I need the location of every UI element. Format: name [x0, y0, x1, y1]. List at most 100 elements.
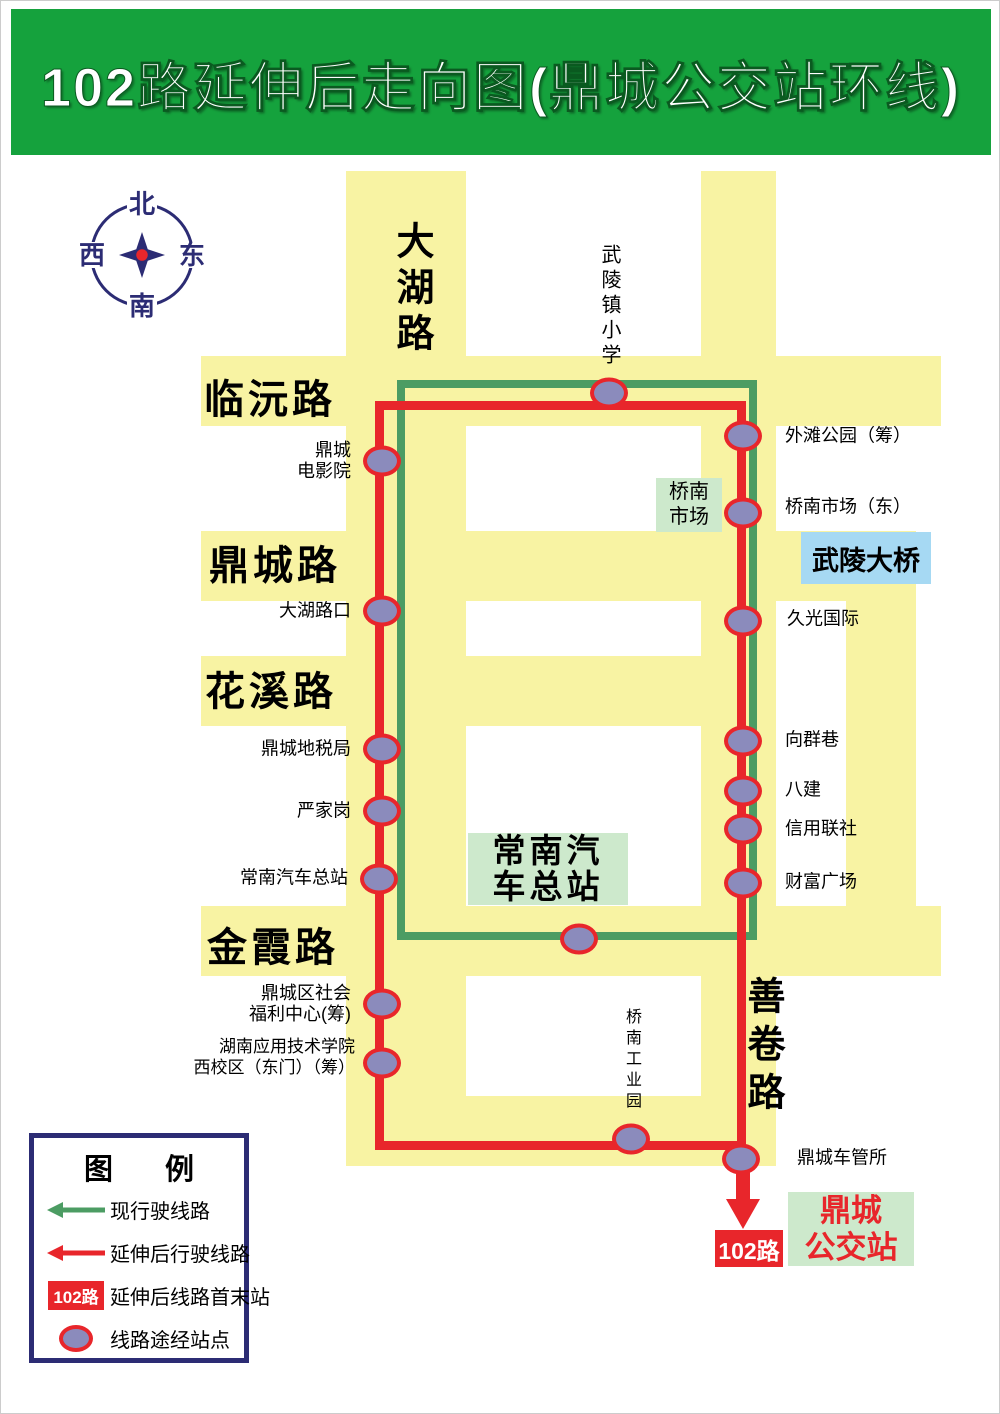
station-dot	[724, 813, 762, 845]
legend-row-extended-route: 延伸后行驶线路	[34, 1231, 250, 1274]
landmark-text-line: 桥南	[669, 481, 709, 503]
station-label: 桥南市场（东）	[785, 497, 911, 518]
station-label: 鼎城地税局	[261, 739, 351, 760]
station-label-line: 信用联社	[785, 818, 857, 839]
landmark-text-line: 车总站	[492, 868, 604, 905]
station-label: 信用联社	[785, 819, 857, 840]
station-label-line: 武陵镇小学	[598, 244, 620, 369]
legend-label-terminal: 延伸后线路首末站	[110, 1287, 270, 1309]
road-label-linyuan: 临沅路	[204, 378, 336, 422]
station-dot	[363, 445, 401, 477]
road-huaxi-road	[201, 656, 776, 726]
legend-label-extended-route: 延伸后行驶线路	[110, 1244, 250, 1266]
compass-south-label: 南	[126, 290, 158, 321]
landmark-dingcheng-bus-station: 鼎城 公交站	[788, 1192, 914, 1266]
poster-title: 102路延伸后走向图(鼎城公交站环线)	[40, 57, 962, 118]
station-dot	[363, 1047, 401, 1079]
road-label-huaxi: 花溪路	[205, 670, 337, 714]
route-current-segment	[749, 380, 757, 940]
compass-north-label: 北	[126, 189, 158, 220]
landmark-qiaonan-market: 桥南 市场	[656, 478, 722, 532]
header-banner: 102路延伸后走向图(鼎城公交站环线)	[11, 9, 991, 155]
station-dot	[724, 725, 762, 757]
station-label-line: 电影院	[297, 461, 351, 481]
terminal-sample-badge: 102路	[48, 1281, 104, 1310]
station-dot	[724, 605, 762, 637]
station-label-line: 大湖路口	[279, 600, 351, 621]
road-south-road	[346, 1096, 776, 1166]
station-label-line: 外滩公园（筹）	[785, 425, 911, 446]
landmark-text-line: 市场	[669, 506, 709, 528]
station-label-line: 八建	[785, 779, 821, 800]
current-route-arrow-icon	[42, 1201, 110, 1219]
station-dot	[590, 377, 628, 409]
route-extended-segment	[375, 401, 746, 410]
station-label-line: 久光国际	[787, 608, 859, 629]
road-dingcheng-road	[201, 531, 916, 601]
landmark-wuling-bridge: 武陵大桥	[801, 532, 931, 584]
legend-row-station: 线路途经站点	[34, 1317, 244, 1360]
station-label: 鼎城电影院	[297, 440, 351, 482]
station-label-line: 鼎城	[315, 440, 351, 460]
road-label-dingcheng: 鼎城路	[209, 544, 341, 588]
station-dot	[363, 595, 401, 627]
station-label-line: 严家岗	[297, 800, 351, 821]
extended-route-arrow-icon	[42, 1244, 110, 1262]
station-label-line: 常南汽车总站	[240, 867, 348, 888]
route-extended-segment	[375, 401, 384, 1150]
legend-label-current-route: 现行驶线路	[110, 1201, 210, 1223]
station-label: 向群巷	[785, 730, 839, 751]
station-label: 严家岗	[297, 801, 351, 822]
station-label-line: 湖南应用技术学院	[219, 1037, 355, 1056]
station-label: 财富广场	[785, 872, 857, 893]
station-label-line: 桥南市场（东）	[785, 496, 911, 517]
route-current-segment	[397, 380, 757, 388]
legend-title: 图 例	[83, 1154, 217, 1186]
road-linyuan-road	[201, 356, 941, 426]
station-dot	[724, 867, 762, 899]
landmark-text-line: 常南汽	[492, 832, 604, 869]
legend: 图 例 现行驶线路 延伸后行驶线路 102路 延伸后线	[29, 1133, 270, 1363]
legend-row-current-route: 现行驶线路	[34, 1188, 244, 1231]
terminal-sample-icon: 102路	[42, 1281, 110, 1310]
legend-row-terminal: 102路 延伸后线路首末站	[34, 1274, 270, 1317]
road-label-dahu: 大湖路	[390, 221, 432, 359]
landmark-changnan-bus-terminal: 常南汽 车总站	[468, 833, 628, 905]
station-label-line: 桥南工业园	[623, 1008, 640, 1113]
station-dot	[560, 923, 598, 955]
station-dot	[724, 775, 762, 807]
station-label: 久光国际	[787, 609, 859, 630]
terminal-arrow-head-icon	[726, 1199, 760, 1229]
station-label-line: 鼎城地税局	[261, 738, 351, 759]
station-label: 湖南应用技术学院西校区（东门）（筹）	[194, 1036, 356, 1078]
route-extended-segment	[375, 1141, 746, 1150]
station-label: 外滩公园（筹）	[785, 426, 911, 447]
station-dot	[360, 863, 398, 895]
landmark-text-line: 公交站	[804, 1230, 898, 1265]
compass-west-label: 西	[76, 240, 108, 270]
station-sample-dot	[59, 1325, 93, 1352]
station-dot	[612, 1123, 650, 1155]
road-label-shanjuan: 善卷路	[741, 976, 783, 1120]
station-label: 八建	[785, 780, 821, 801]
landmark-text-line: 鼎城	[820, 1193, 882, 1228]
station-label-line: 财富广场	[785, 871, 857, 892]
station-label-line: 向群巷	[785, 729, 839, 750]
station-dot	[724, 420, 762, 452]
station-sample-icon	[42, 1325, 110, 1352]
station-label-line: 鼎城区社会	[261, 983, 351, 1003]
station-label: 鼎城车管所	[797, 1148, 887, 1169]
station-label-line: 鼎城车管所	[797, 1147, 887, 1168]
station-label-line: 福利中心(筹)	[249, 1004, 351, 1024]
compass-star-icon	[119, 232, 165, 278]
route-current-segment	[397, 380, 405, 940]
station-label: 常南汽车总站	[240, 868, 348, 889]
compass-rose: 北 南 西 东	[76, 191, 208, 319]
station-dot	[363, 795, 401, 827]
station-dot	[722, 1143, 760, 1175]
station-label-line: 西校区（东门）（筹）	[193, 1058, 356, 1077]
road-label-jinxia: 金霞路	[207, 926, 339, 970]
station-dot	[724, 497, 762, 529]
